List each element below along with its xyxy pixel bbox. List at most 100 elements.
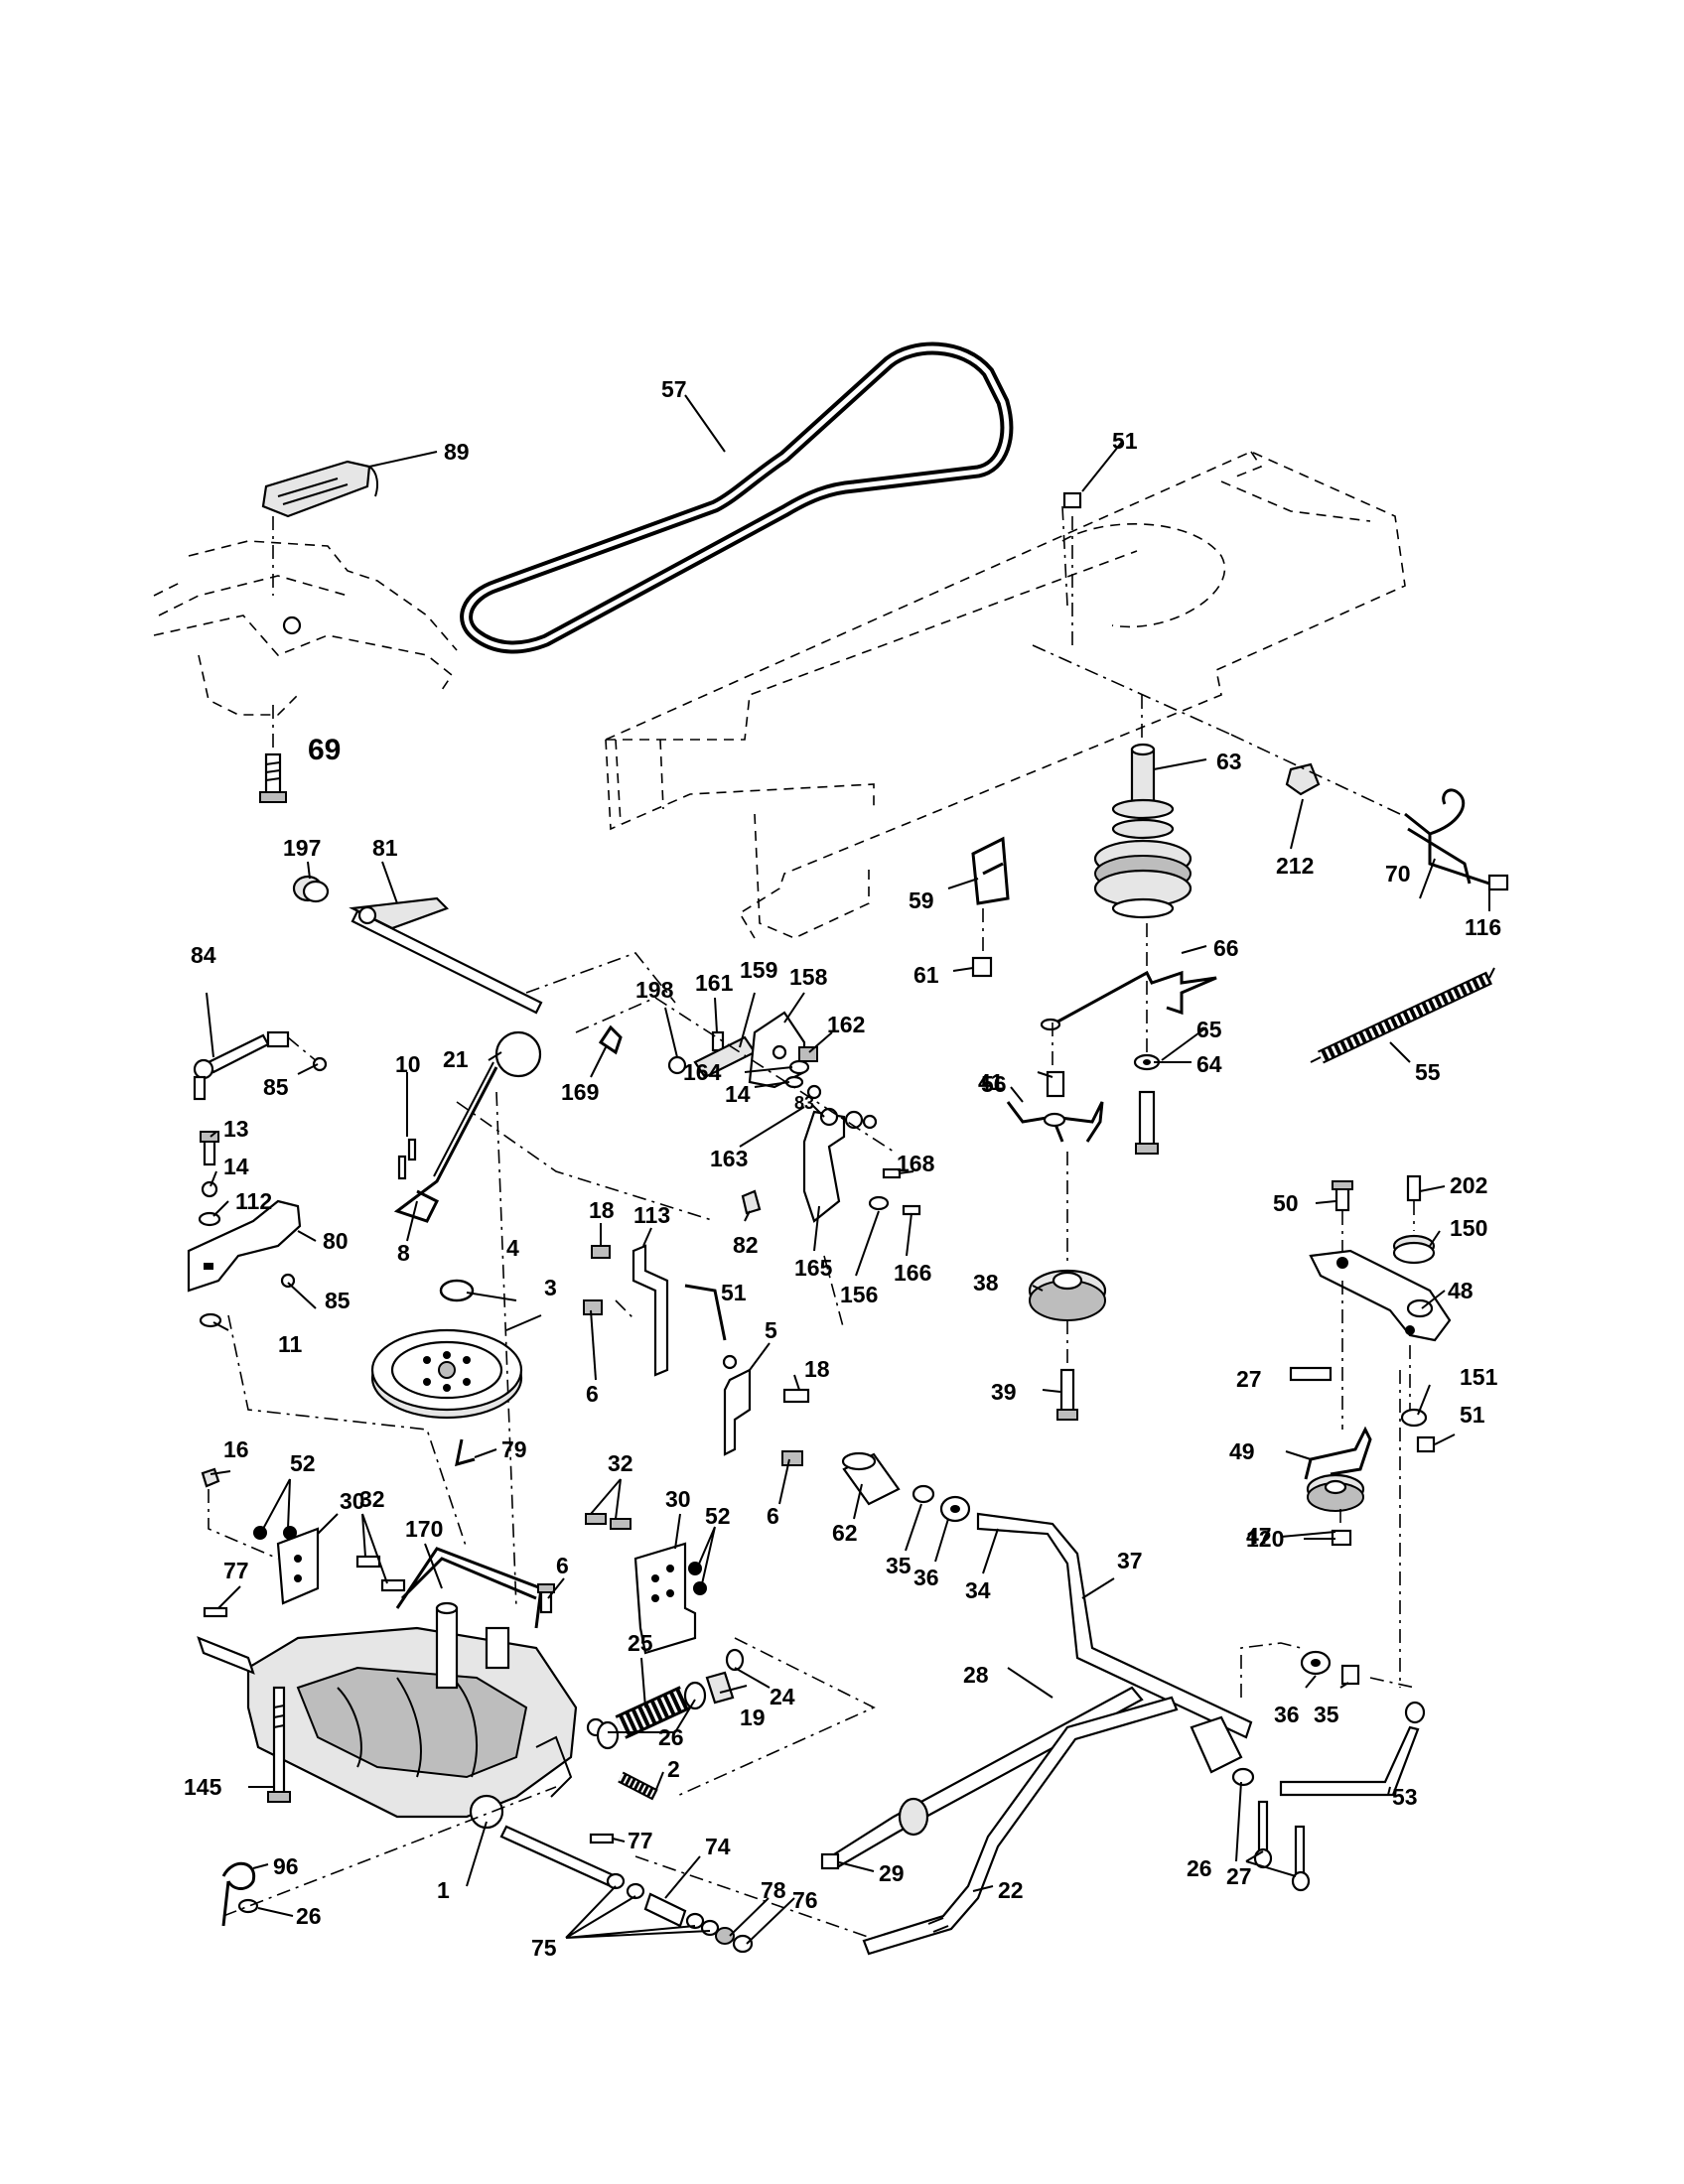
label-3: 3 xyxy=(544,1275,557,1300)
label-163: 163 xyxy=(710,1146,748,1171)
label-37: 37 xyxy=(1117,1548,1143,1573)
shaft-37 xyxy=(976,1512,1253,1739)
label-14b: 14 xyxy=(223,1154,249,1179)
shaft-81 xyxy=(292,875,543,1015)
label-55: 55 xyxy=(1415,1059,1441,1085)
part-labels: 57 89 51 69 63 212 70 116 197 81 59 66 6… xyxy=(184,376,1501,1961)
spring-25 xyxy=(596,1648,745,1750)
label-70: 70 xyxy=(1385,861,1411,887)
label-81: 81 xyxy=(372,835,398,861)
label-13: 13 xyxy=(223,1116,249,1142)
bolt-69 xyxy=(259,705,287,803)
label-65: 65 xyxy=(1196,1017,1222,1042)
label-11: 11 xyxy=(278,1331,303,1357)
label-14a: 14 xyxy=(725,1081,751,1107)
drive-belt xyxy=(460,341,1014,654)
axle-hardware xyxy=(606,1872,754,1954)
leader-lines xyxy=(206,394,1490,1945)
label-36b: 36 xyxy=(1274,1702,1300,1727)
label-18a: 18 xyxy=(589,1197,615,1223)
label-26c: 26 xyxy=(1187,1855,1212,1881)
rod-22 xyxy=(862,1696,1179,1956)
label-75: 75 xyxy=(531,1935,557,1961)
label-25: 25 xyxy=(628,1630,653,1656)
label-77b: 77 xyxy=(628,1828,653,1853)
label-38: 38 xyxy=(973,1270,999,1296)
pulley-63 xyxy=(1093,695,1193,919)
mount-right xyxy=(585,1513,707,1655)
spring-55 xyxy=(1310,967,1495,1064)
bracket-5 xyxy=(722,1354,810,1466)
label-159: 159 xyxy=(740,957,777,983)
label-151: 151 xyxy=(1460,1364,1498,1390)
label-112: 112 xyxy=(235,1188,272,1214)
label-78: 78 xyxy=(761,1877,786,1903)
pivot-assembly xyxy=(667,1011,822,1100)
label-21: 21 xyxy=(443,1046,469,1072)
label-145: 145 xyxy=(184,1774,222,1800)
label-22: 22 xyxy=(998,1877,1024,1903)
label-30a: 30 xyxy=(340,1488,365,1514)
label-35b: 35 xyxy=(1314,1702,1339,1727)
label-10: 10 xyxy=(395,1051,421,1077)
label-164: 164 xyxy=(683,1059,722,1085)
label-85: 85 xyxy=(263,1074,289,1100)
label-49: 49 xyxy=(1229,1438,1255,1464)
label-6c: 6 xyxy=(556,1553,569,1578)
label-47: 47 xyxy=(1246,1523,1272,1549)
label-32a: 32 xyxy=(359,1486,385,1512)
bracket-70 xyxy=(1230,734,1509,891)
label-56: 56 xyxy=(981,1071,1007,1097)
label-79: 79 xyxy=(501,1436,527,1462)
label-116: 116 xyxy=(1465,914,1501,940)
label-76: 76 xyxy=(792,1887,818,1913)
pulley-3 xyxy=(370,1279,523,1467)
label-53: 53 xyxy=(1392,1784,1418,1810)
clip-59 xyxy=(971,836,1010,978)
label-89: 89 xyxy=(444,439,470,465)
frame-outline xyxy=(605,451,1406,939)
label-169: 169 xyxy=(561,1079,599,1105)
label-52b: 52 xyxy=(705,1503,731,1529)
label-66: 66 xyxy=(1213,935,1239,961)
label-8: 8 xyxy=(397,1240,410,1266)
label-29: 29 xyxy=(879,1860,905,1886)
label-39: 39 xyxy=(991,1379,1017,1405)
bracket-165 xyxy=(741,1107,921,1223)
bracket-80 xyxy=(187,1131,302,1328)
label-168: 168 xyxy=(897,1151,935,1176)
label-28: 28 xyxy=(963,1662,989,1688)
label-62: 62 xyxy=(832,1520,858,1546)
label-80: 80 xyxy=(323,1228,349,1254)
label-34: 34 xyxy=(965,1577,991,1603)
label-19: 19 xyxy=(740,1705,766,1730)
label-50: 50 xyxy=(1273,1190,1299,1216)
lever-8 xyxy=(393,1030,542,1223)
label-26b: 26 xyxy=(296,1903,322,1929)
label-150: 150 xyxy=(1450,1215,1487,1241)
label-69: 69 xyxy=(308,734,341,766)
label-51b: 51 xyxy=(721,1280,747,1305)
label-4: 4 xyxy=(506,1235,519,1261)
label-63: 63 xyxy=(1216,749,1242,774)
label-51: 51 xyxy=(1112,428,1138,454)
label-156: 156 xyxy=(840,1282,878,1307)
label-32b: 32 xyxy=(608,1450,633,1476)
label-1: 1 xyxy=(437,1877,450,1903)
label-30b: 30 xyxy=(665,1486,691,1512)
label-83: 83 xyxy=(794,1093,814,1113)
label-6b: 6 xyxy=(767,1503,779,1529)
label-57: 57 xyxy=(661,376,687,402)
label-212: 212 xyxy=(1276,853,1314,879)
label-84: 84 xyxy=(191,942,216,968)
label-64: 64 xyxy=(1196,1051,1222,1077)
bracket-113 xyxy=(583,1244,727,1377)
label-36a: 36 xyxy=(913,1565,939,1590)
label-165: 165 xyxy=(794,1255,833,1281)
label-41: 41 xyxy=(978,1069,1004,1095)
label-113: 113 xyxy=(633,1202,670,1228)
label-27b: 27 xyxy=(1226,1863,1252,1889)
label-26a: 26 xyxy=(658,1724,684,1750)
label-24: 24 xyxy=(770,1684,795,1709)
label-27a: 27 xyxy=(1236,1366,1262,1392)
